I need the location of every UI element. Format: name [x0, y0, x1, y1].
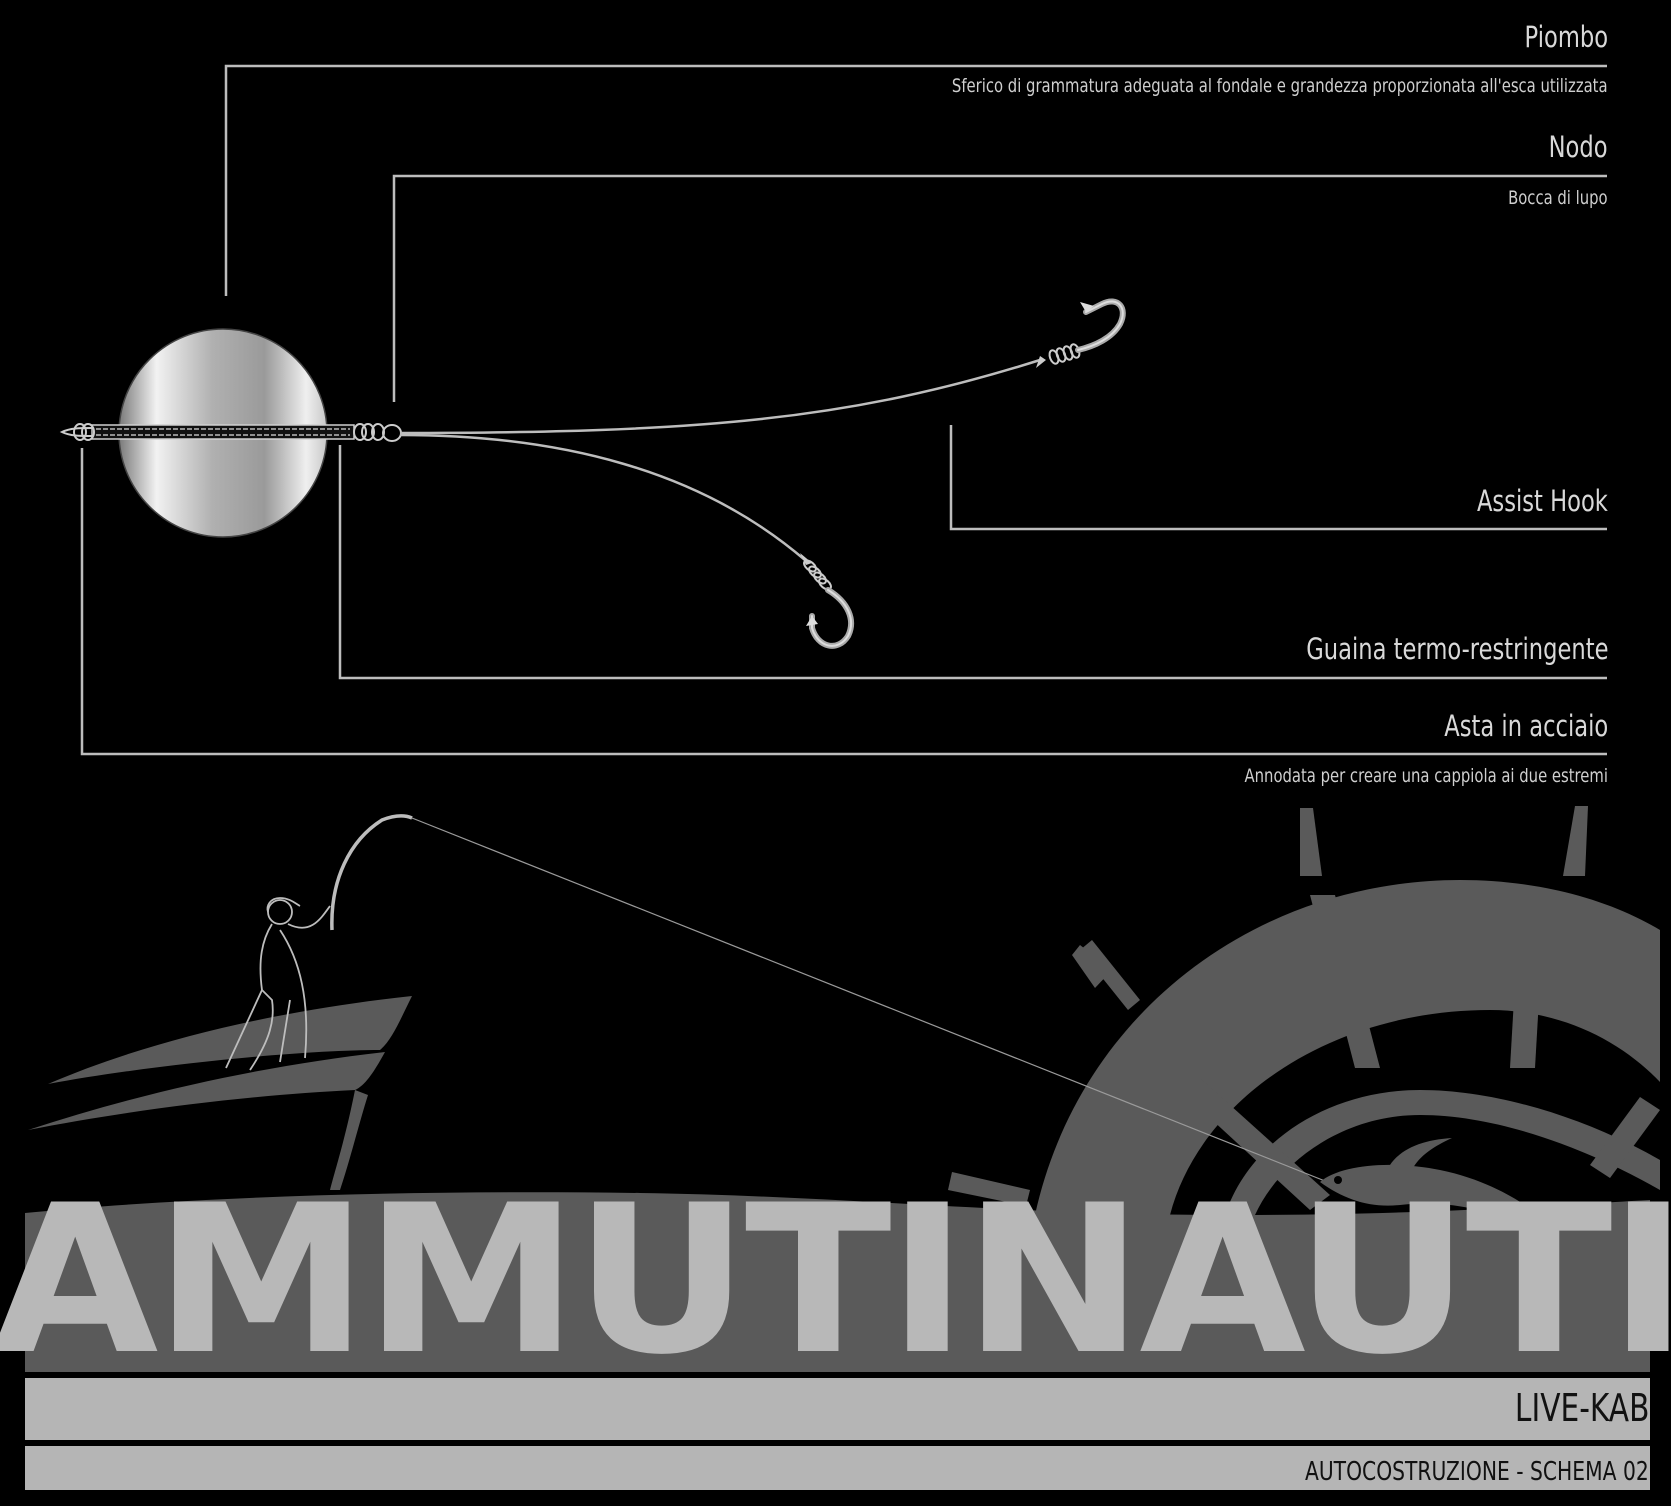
nodo-description: Bocca di lupo [1508, 187, 1608, 209]
asta-description: Annodata per creare una cappiola ai due … [1244, 765, 1608, 787]
steel-rod [59, 423, 402, 442]
piombo-title: Piombo [1524, 20, 1608, 54]
piombo-leader-line [224, 64, 1607, 296]
callout-lines [80, 64, 1607, 756]
schema-subtitle: AUTOCOSTRUZIONE - SCHEMA 02 [1305, 1457, 1649, 1487]
upper-hook [1036, 298, 1126, 368]
guaina-title: Guaina termo-restringente [1305, 632, 1608, 666]
asta-title: Asta in acciaio [1444, 709, 1608, 743]
lower-assist-line [399, 433, 806, 561]
lower-hook [800, 553, 855, 649]
guaina-leader-line [338, 445, 1607, 680]
upper-assist-line [399, 358, 1041, 435]
assist-lines [399, 358, 1041, 561]
fisherman [225, 897, 331, 1071]
piombo-description: Sferico di grammatura adeguata al fondal… [952, 75, 1608, 97]
asta-leader-line [80, 448, 1607, 756]
product-name: LIVE-KAB [1514, 1386, 1649, 1430]
brand-logo-text: AMMUTINAUTI [0, 1162, 1671, 1400]
assist-hook-leader-line [949, 425, 1607, 531]
boat [28, 996, 412, 1190]
subtitle-band [25, 1446, 1650, 1490]
assist-hook-title: Assist Hook [1477, 484, 1608, 518]
nodo-title: Nodo [1549, 130, 1608, 164]
fishing-rod [330, 814, 1331, 1184]
ship-wheel [948, 806, 1660, 1215]
nodo-leader-line [392, 174, 1607, 402]
product-band [25, 1378, 1650, 1440]
wave-band [25, 1192, 1650, 1372]
